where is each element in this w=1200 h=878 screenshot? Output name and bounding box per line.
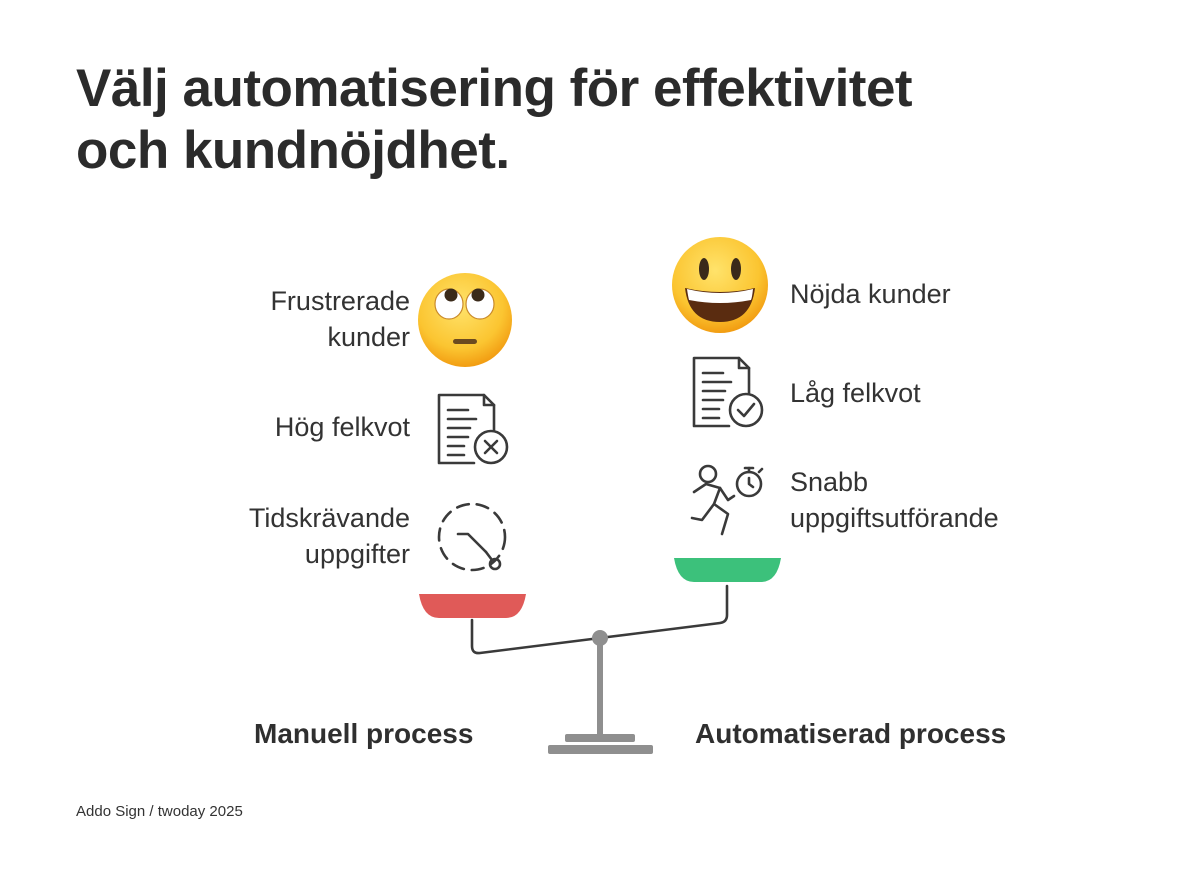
title-line-1: Välj automatisering för effektivitet bbox=[76, 59, 913, 118]
document-error-icon bbox=[437, 393, 509, 465]
automated-process-label: Automatiserad process bbox=[695, 718, 1007, 749]
automated-item-low-error-rate: Låg felkvot bbox=[790, 378, 921, 408]
scale-pole bbox=[597, 640, 603, 736]
happy-emoji-icon bbox=[672, 237, 768, 333]
page-title: Välj automatisering för effektivitet och… bbox=[76, 58, 913, 182]
scale-pivot bbox=[592, 630, 608, 646]
footer-credit: Addo Sign / twoday 2025 bbox=[76, 803, 243, 820]
automated-item-fast-task-execution: Snabb uppgiftsutförande bbox=[790, 467, 999, 533]
scale-base-bottom bbox=[548, 745, 653, 754]
scale-base-top bbox=[565, 734, 635, 742]
eye-roll-emoji-icon bbox=[418, 273, 512, 367]
slow-timer-icon bbox=[437, 502, 507, 572]
document-check-icon bbox=[692, 356, 764, 428]
automated-item-happy-customers: Nöjda kunder bbox=[790, 279, 951, 309]
running-person-stopwatch-icon bbox=[690, 464, 764, 536]
manual-item-time-consuming-tasks: Tidskrävande uppgifter bbox=[248, 503, 410, 569]
manual-process-label: Manuell process bbox=[254, 718, 474, 749]
automated-scale-pan bbox=[674, 558, 781, 582]
manual-item-frustrated-customers: Frustrerade kunder bbox=[270, 286, 410, 352]
manual-scale-pan bbox=[419, 594, 526, 618]
manual-item-high-error-rate: Hög felkvot bbox=[274, 412, 410, 442]
title-line-2: och kundnöjdhet. bbox=[76, 121, 510, 180]
